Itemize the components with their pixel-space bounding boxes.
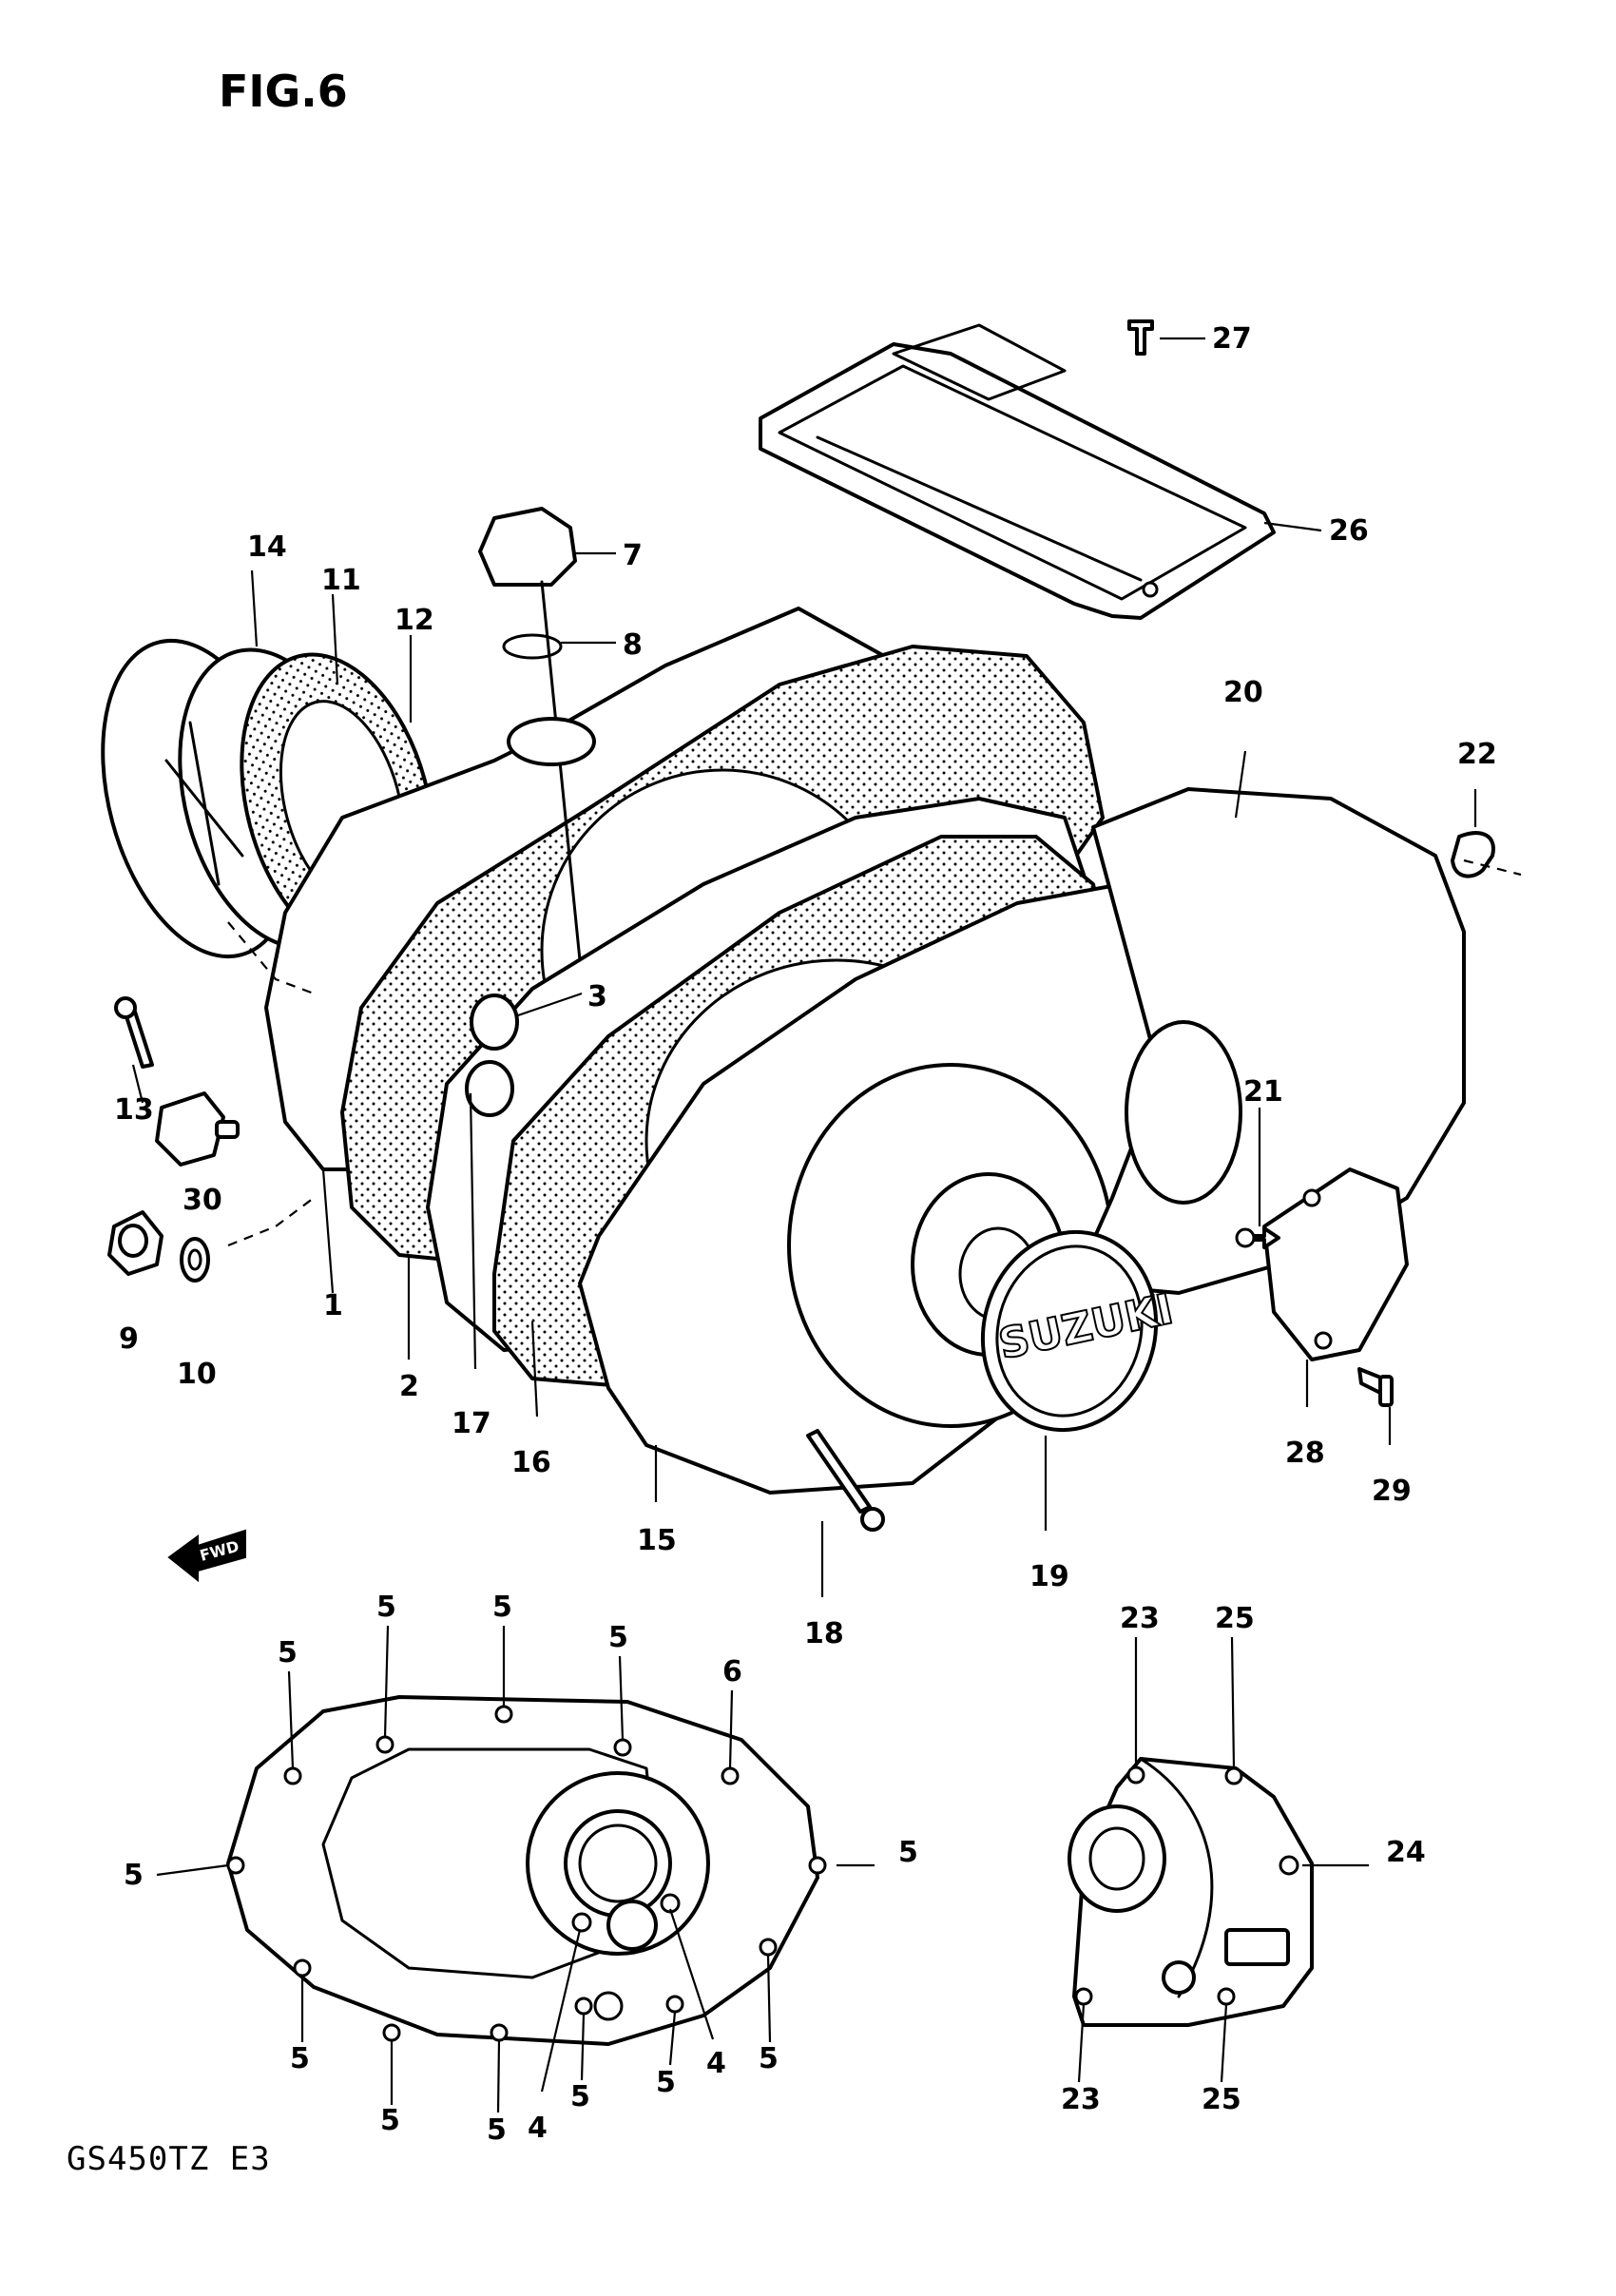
forward-direction-arrow: FWD xyxy=(167,1529,246,1583)
callout-8: 8 xyxy=(623,628,643,662)
callout-21: 21 xyxy=(1243,1075,1283,1109)
callout-23: 23 xyxy=(1061,2083,1101,2116)
callout-15: 15 xyxy=(637,1524,677,1557)
callout-5: 5 xyxy=(898,1836,918,1869)
crankcase-cover-stack xyxy=(264,507,1238,1495)
clutch-cover-detail xyxy=(226,1695,827,2046)
callout-3: 3 xyxy=(587,980,607,1013)
top-cover-assembly xyxy=(759,319,1276,620)
callout-5: 5 xyxy=(759,2042,779,2075)
callout-16: 16 xyxy=(511,1446,551,1479)
callout-5: 5 xyxy=(492,1591,512,1624)
callout-5: 5 xyxy=(608,1621,628,1654)
callout-25: 25 xyxy=(1202,2083,1241,2116)
callout-18: 18 xyxy=(804,1617,844,1650)
callout-19: 19 xyxy=(1029,1560,1069,1593)
callout-23: 23 xyxy=(1120,1602,1160,1635)
callout-5: 5 xyxy=(376,1591,396,1624)
generator-cover-assembly: SUZUKI xyxy=(806,787,1522,1532)
callout-20: 20 xyxy=(1223,676,1263,709)
callout-2: 2 xyxy=(399,1370,419,1403)
callout-14: 14 xyxy=(247,531,287,564)
callout-5: 5 xyxy=(290,2042,310,2075)
callout-4: 4 xyxy=(528,2112,548,2145)
callout-26: 26 xyxy=(1329,514,1369,548)
callout-5: 5 xyxy=(278,1636,298,1669)
callout-6: 6 xyxy=(722,1655,742,1688)
footer-model-code: GS450TZ E3 xyxy=(67,2140,271,2178)
callout-30: 30 xyxy=(183,1184,222,1217)
callout-5: 5 xyxy=(124,1859,144,1892)
callout-13: 13 xyxy=(114,1093,154,1127)
callout-1: 1 xyxy=(323,1289,343,1322)
callout-10: 10 xyxy=(177,1358,217,1391)
callout-29: 29 xyxy=(1372,1475,1412,1508)
callout-27: 27 xyxy=(1212,322,1252,356)
callout-4: 4 xyxy=(706,2047,726,2080)
callout-12: 12 xyxy=(394,604,434,637)
callout-11: 11 xyxy=(321,564,361,597)
figure-title: FIG.6 xyxy=(219,66,348,117)
small-fasteners-left xyxy=(107,921,315,1283)
callout-22: 22 xyxy=(1457,738,1497,771)
detail-leader-lines xyxy=(287,1625,1236,2113)
callout-28: 28 xyxy=(1285,1437,1325,1470)
callout-5: 5 xyxy=(570,2080,590,2113)
callout-leader-lines xyxy=(131,337,1477,2093)
callout-numbers: 27 26 7 8 14 11 12 3 20 22 13 30 21 9 10… xyxy=(114,322,1497,2147)
callout-5: 5 xyxy=(487,2113,507,2147)
generator-cover-detail xyxy=(1068,1757,1314,2027)
callout-25: 25 xyxy=(1215,1602,1255,1635)
callout-9: 9 xyxy=(119,1322,139,1356)
callout-5: 5 xyxy=(656,2066,676,2099)
callout-5: 5 xyxy=(380,2104,400,2137)
callout-7: 7 xyxy=(623,539,643,572)
callout-24: 24 xyxy=(1386,1836,1426,1869)
callout-17: 17 xyxy=(452,1407,491,1440)
